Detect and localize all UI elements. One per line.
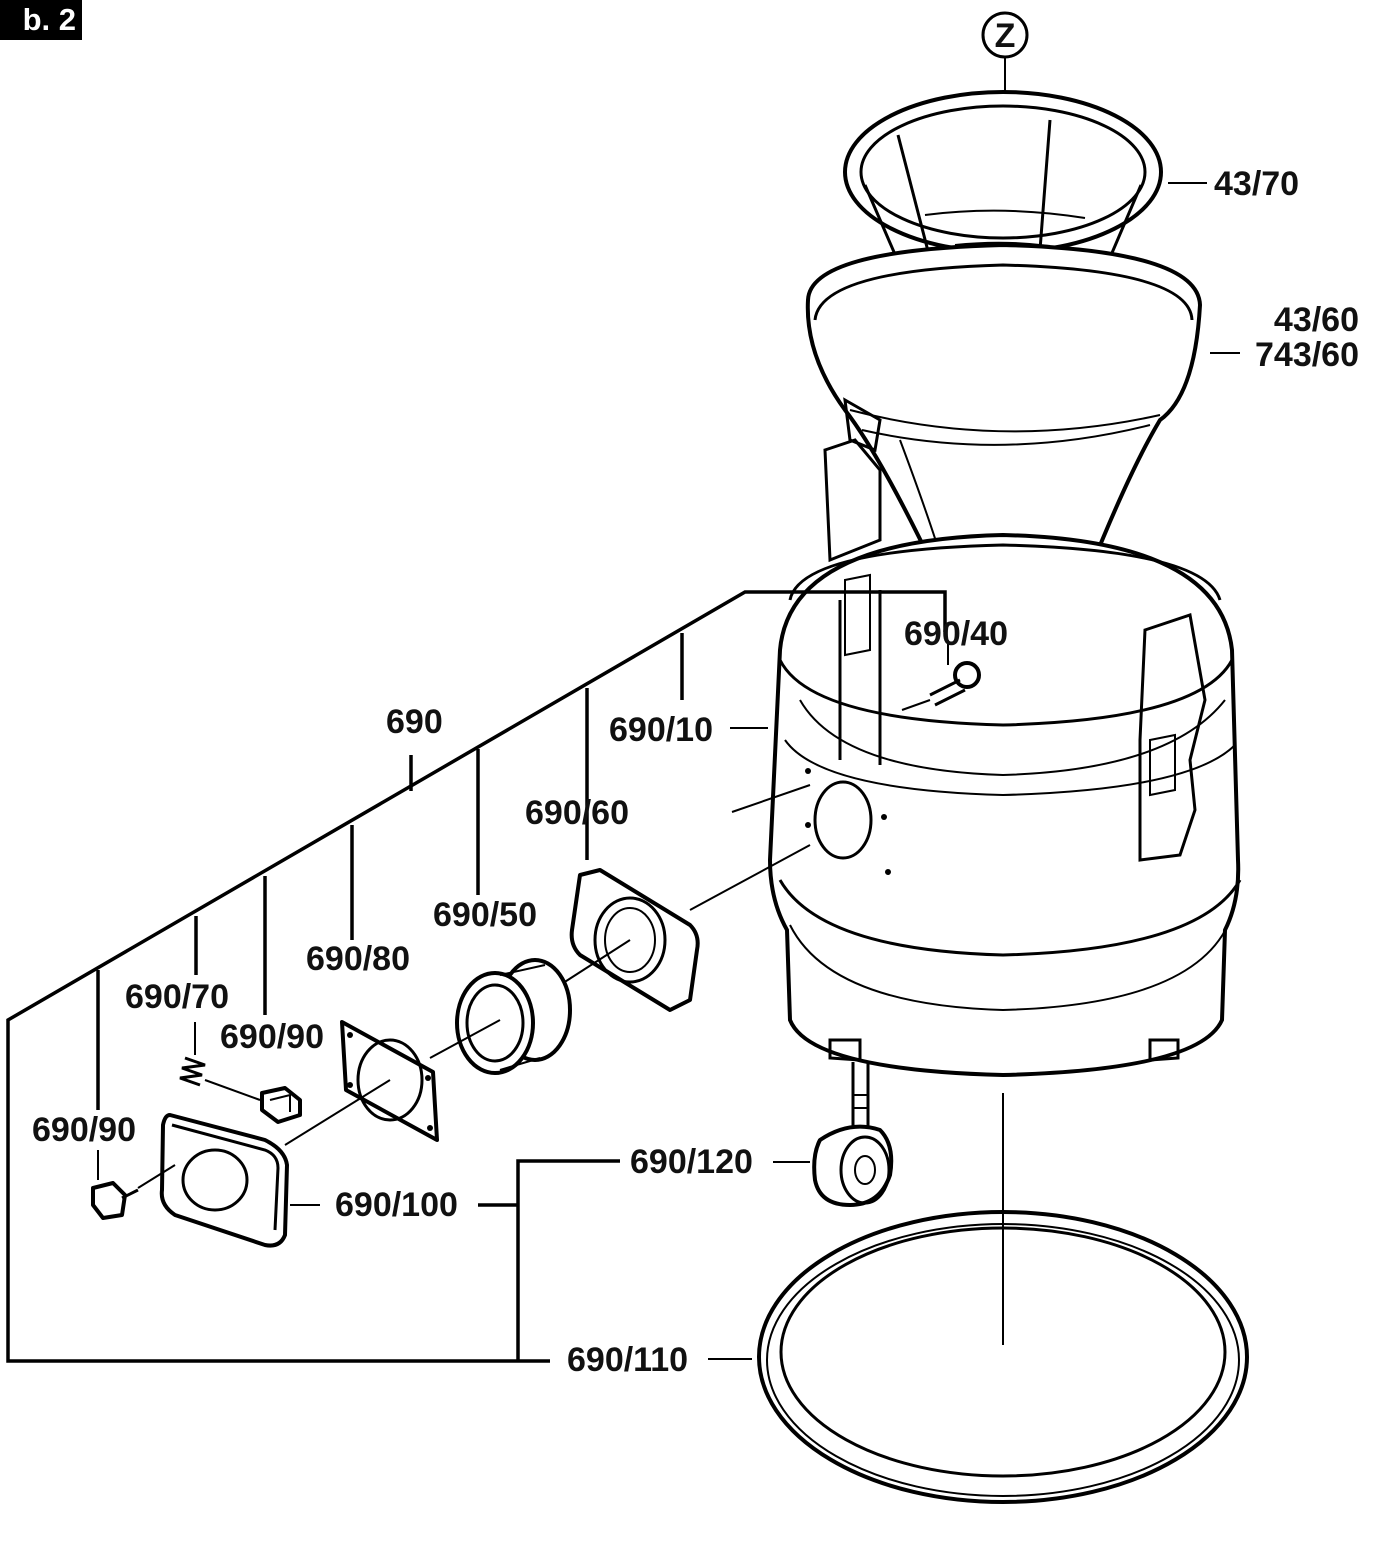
label-690-80: 690/80 — [306, 940, 410, 978]
label-690-120: 690/120 — [630, 1143, 753, 1181]
flange — [559, 844, 811, 1012]
sealing-ring — [708, 1093, 1249, 1504]
hose-connector — [429, 958, 572, 1075]
latch-upper — [260, 1086, 302, 1124]
spring — [179, 1022, 261, 1101]
detail-marker-letter: Z — [995, 17, 1016, 55]
label-690-90-lower: 690/90 — [32, 1111, 136, 1149]
latch-lower — [91, 1150, 176, 1220]
label-690-70: 690/70 — [125, 978, 229, 1016]
label-690-40: 690/40 — [904, 615, 1008, 653]
label-690-60: 690/60 — [525, 794, 629, 832]
label-43-70: 43/70 — [1214, 165, 1299, 203]
screw — [901, 640, 981, 711]
label-743-60: 743/60 — [1255, 336, 1359, 374]
label-690-10: 690/10 — [609, 711, 713, 749]
label-690-50: 690/50 — [433, 896, 537, 934]
label-43-60: 43/60 — [1274, 301, 1359, 339]
castor-wheel — [773, 1062, 894, 1207]
label-690: 690 — [386, 703, 443, 741]
gasket-plate — [284, 1020, 439, 1146]
label-690-100: 690/100 — [335, 1186, 458, 1224]
assembly-bracket-690 — [6, 590, 947, 1363]
label-690-90-upper: 690/90 — [220, 1018, 324, 1056]
filter-funnel — [805, 243, 1240, 587]
figure-tag: b. 2 — [0, 0, 82, 40]
cover — [159, 1113, 320, 1248]
label-690-110: 690/110 — [567, 1341, 688, 1379]
container-body — [730, 438, 1242, 1077]
